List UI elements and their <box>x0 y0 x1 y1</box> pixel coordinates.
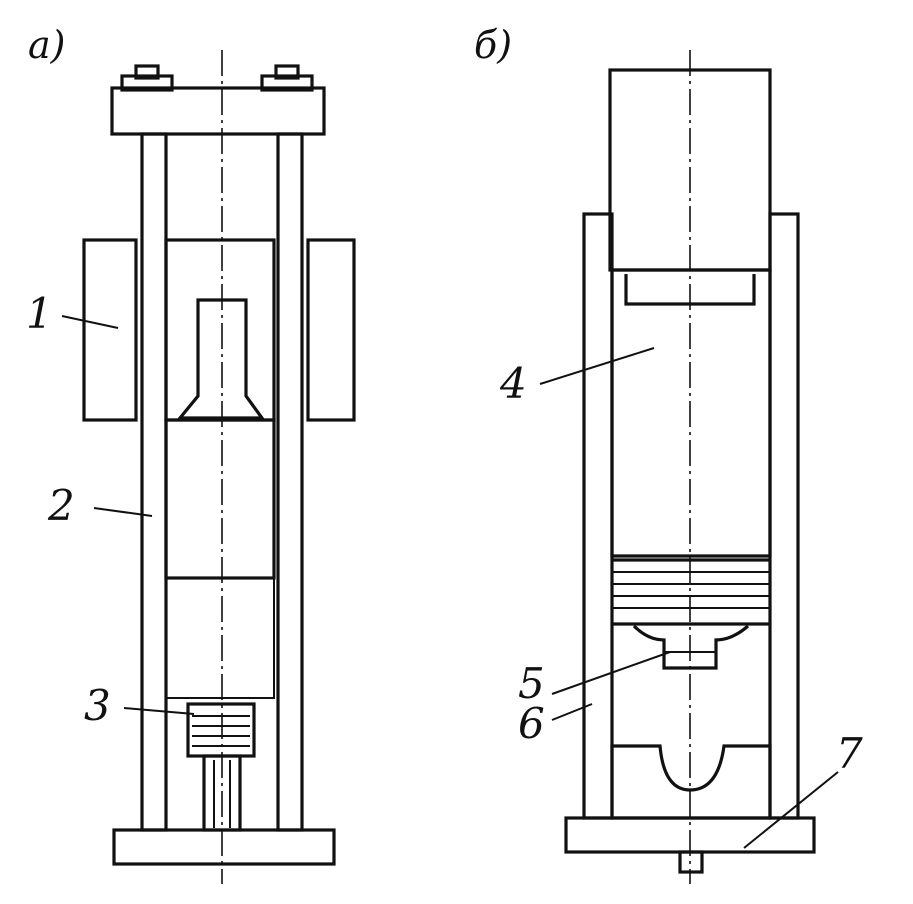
label-6: 6 <box>518 699 545 748</box>
label-7: 7 <box>836 729 863 778</box>
top-nut-right <box>260 64 314 92</box>
specimen-stack <box>612 558 770 670</box>
leader-5 <box>551 651 671 695</box>
weight-section-left <box>82 238 138 422</box>
figure-b-caption: б) <box>474 23 512 67</box>
label-2: 2 <box>47 481 75 530</box>
guide-rod-right <box>276 132 304 832</box>
tube-wall-left <box>582 212 614 820</box>
striker-upper <box>164 418 276 580</box>
anvil-block <box>610 744 772 820</box>
figure-a: а) <box>26 23 356 884</box>
leader-3 <box>123 707 195 715</box>
striker-b <box>610 268 772 558</box>
label-4: 4 <box>499 359 527 408</box>
leader-2 <box>93 507 153 517</box>
weight-inner-cavity <box>176 298 266 420</box>
base-plate-a <box>112 828 336 866</box>
figure-b: б) 4 5 <box>474 23 863 884</box>
top-plate <box>110 86 326 136</box>
label-5: 5 <box>518 659 545 708</box>
leader-7 <box>743 771 839 849</box>
label-1: 1 <box>26 289 53 338</box>
striker-lower <box>165 577 275 699</box>
weight-section-right <box>306 238 356 422</box>
specimen-a <box>186 702 256 758</box>
leader-4 <box>539 347 655 385</box>
leader-6 <box>551 703 593 721</box>
figure-a-caption: а) <box>28 23 65 67</box>
label-3: 3 <box>84 681 111 730</box>
top-nut-left <box>120 64 174 92</box>
tube-wall-right <box>768 212 800 820</box>
leader-1 <box>61 315 119 329</box>
weight-center-body <box>164 238 276 422</box>
bottom-bolt <box>678 850 704 874</box>
indenter-tip <box>632 624 750 670</box>
guide-rod-left <box>140 132 168 832</box>
